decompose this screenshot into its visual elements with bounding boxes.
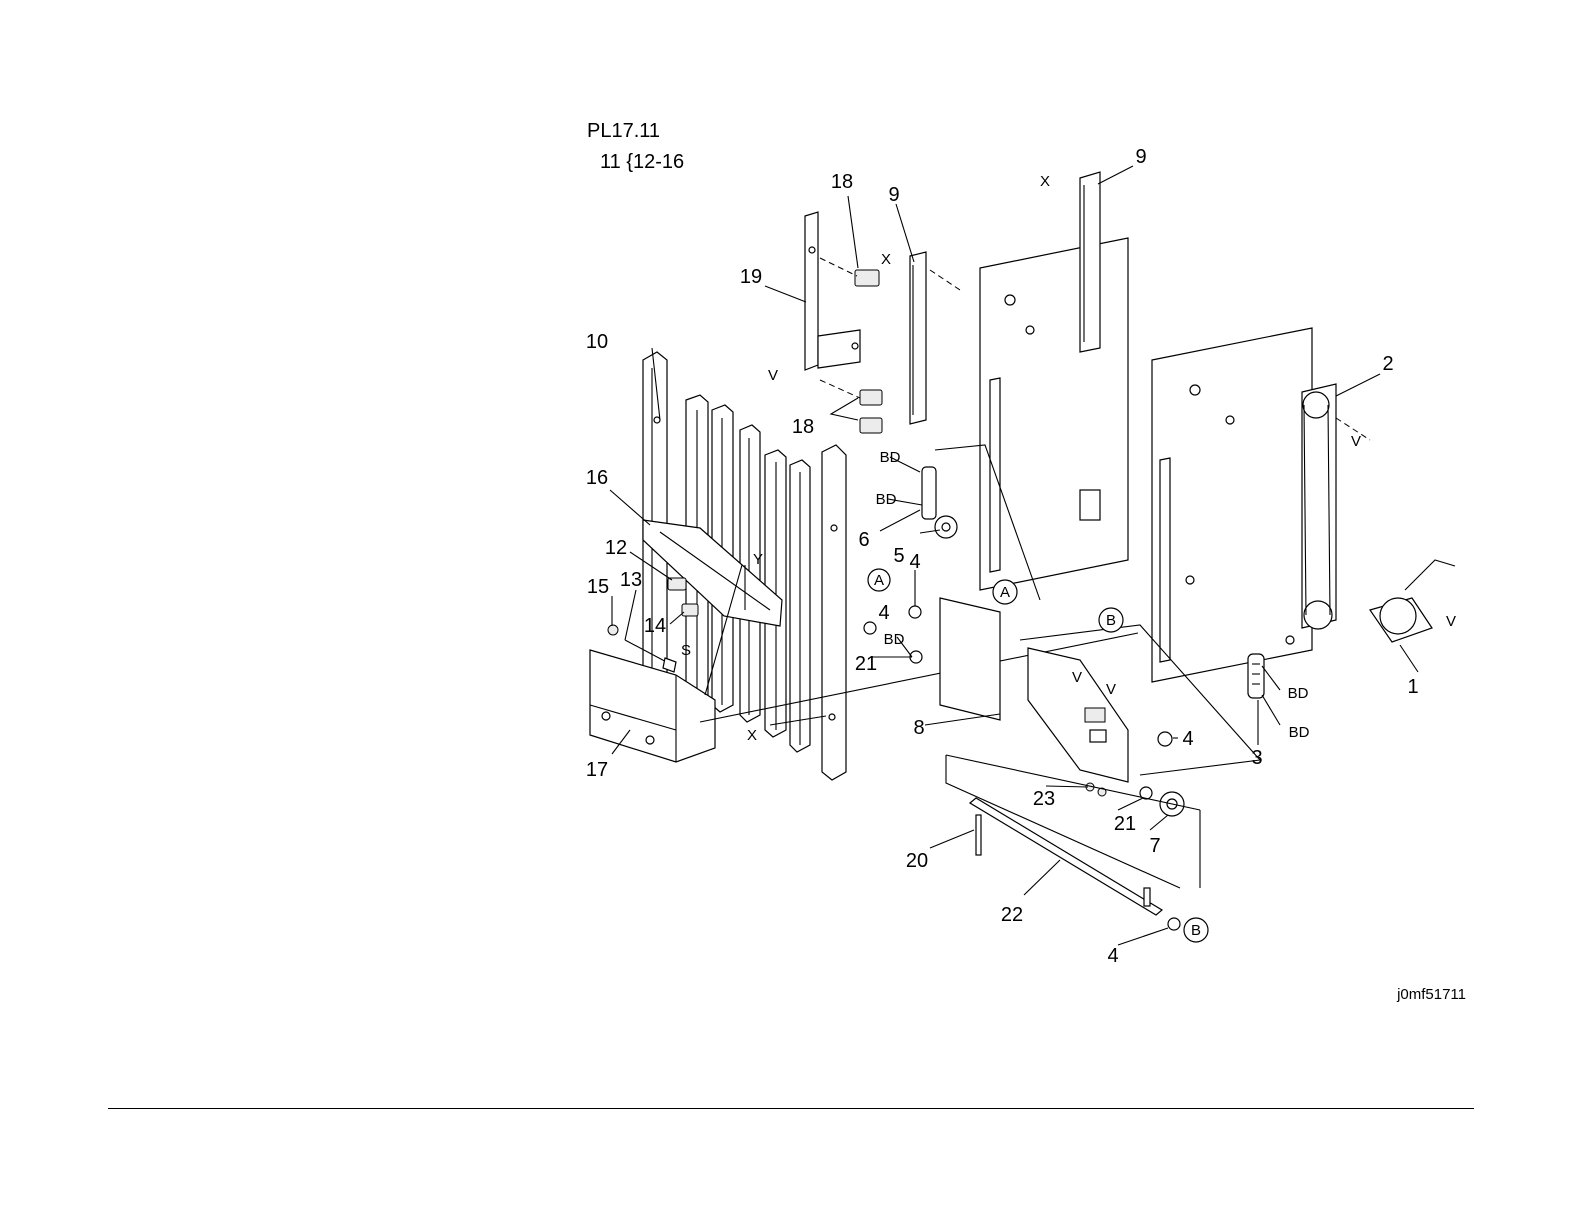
callout-4b: 4	[878, 602, 889, 624]
ref-x2: X	[881, 251, 891, 268]
callout-14: 14	[644, 615, 666, 637]
footer-divider	[108, 1108, 1474, 1109]
sensor-18a	[855, 270, 879, 286]
main-frame-left-plate	[980, 238, 1128, 590]
bracket-19	[805, 212, 860, 370]
callout-4c: 4	[1182, 728, 1193, 750]
callout-19: 19	[740, 266, 762, 288]
ref-x1: X	[1040, 173, 1050, 190]
callout-18a: 18	[831, 171, 853, 193]
ref-bd2: BD	[876, 491, 897, 508]
callout-17: 17	[586, 759, 608, 781]
callout-3: 3	[1251, 747, 1262, 769]
bushings	[864, 606, 1180, 930]
callout-4d: 4	[1107, 945, 1118, 967]
figure-code: j0mf51711	[1396, 986, 1466, 1003]
callout-9a: 9	[888, 184, 899, 206]
ref-v1: V	[768, 367, 778, 384]
pin-20	[976, 815, 981, 855]
callout-2: 2	[1382, 353, 1393, 375]
callout-21a: 21	[855, 653, 877, 675]
rack-9-right	[1080, 172, 1100, 352]
callout-23: 23	[1033, 788, 1055, 810]
ref-b1: B	[1106, 612, 1116, 629]
ref-v5: V	[1106, 681, 1116, 698]
main-frame-right-plate	[1152, 328, 1312, 682]
projection-plane-edge	[946, 755, 1200, 810]
ref-bd1: BD	[880, 449, 901, 466]
callout-16: 16	[586, 467, 608, 489]
callout-4a: 4	[909, 551, 920, 573]
callout-7: 7	[1149, 835, 1160, 857]
ref-a1: A	[874, 572, 884, 589]
ref-bd5: BD	[1289, 724, 1310, 741]
ref-v2: V	[1351, 433, 1361, 450]
callout-18b: 18	[792, 416, 814, 438]
ref-a2: A	[1000, 584, 1010, 601]
callout-15: 15	[587, 576, 609, 598]
callout-20: 20	[906, 850, 928, 872]
ref-v3: V	[1446, 613, 1456, 630]
sensor-18b	[860, 390, 882, 433]
callout-9b: 9	[1135, 146, 1146, 168]
callout-22: 22	[1001, 904, 1023, 926]
callout-12: 12	[605, 537, 627, 559]
callout-10: 10	[586, 331, 608, 353]
gear-5	[935, 516, 957, 538]
ref-bd4: BD	[1288, 685, 1309, 702]
motor-1	[1370, 560, 1455, 642]
rack-9-left	[910, 252, 926, 424]
belt-drive-2	[1302, 384, 1336, 629]
callout-8: 8	[913, 717, 924, 739]
callout-6: 6	[858, 529, 869, 551]
ref-x3: X	[747, 727, 757, 744]
ref-s: S	[681, 642, 691, 659]
callout-21b: 21	[1114, 813, 1136, 835]
callout-1: 1	[1407, 676, 1418, 698]
bracket-3	[1248, 654, 1264, 698]
callout-13: 13	[620, 569, 642, 591]
sensor-bracket-bd	[922, 467, 936, 519]
ref-b2: B	[1191, 922, 1201, 939]
ref-bd3: BD	[884, 631, 905, 648]
ref-v4: V	[1072, 669, 1082, 686]
callout-5: 5	[893, 545, 904, 567]
ref-y: Y	[753, 551, 763, 568]
